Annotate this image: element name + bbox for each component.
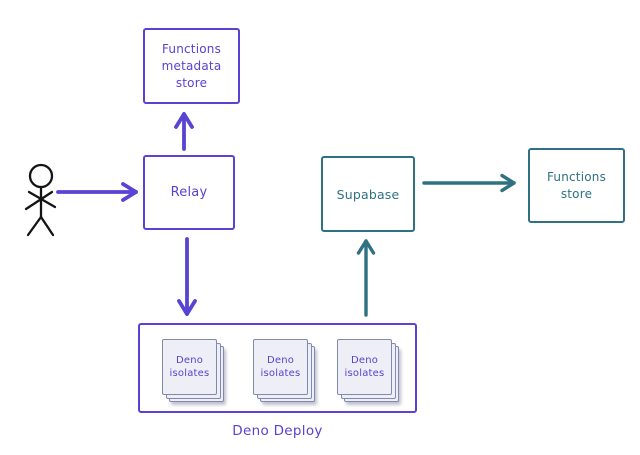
stick-figure-icon xyxy=(24,163,57,237)
deno-isolates-stack: Deno isolates xyxy=(162,339,224,402)
node-label-line: Deno xyxy=(350,355,379,366)
node-deno-isolates: Deno isolates xyxy=(253,339,308,395)
deno-deploy-caption: Deno Deploy xyxy=(232,423,323,439)
deno-isolates-stack: Deno isolates xyxy=(337,339,399,402)
node-label-line: Deno xyxy=(175,355,204,366)
node-relay: Relay xyxy=(143,155,235,230)
node-deno-isolates: Deno isolates xyxy=(162,339,217,395)
node-label-line: metadata xyxy=(161,58,222,73)
node-label: Relay xyxy=(170,185,208,200)
node-label-line: Functions xyxy=(546,169,607,184)
node-functions-store: Functions store xyxy=(528,148,625,223)
node-deno-deploy: Deno isolates Deno isolates Deno isolate… xyxy=(138,323,417,413)
node-label: Supabase xyxy=(336,186,400,202)
node-label-line: isolates xyxy=(344,368,385,379)
node-label-line: isolates xyxy=(169,368,210,379)
node-label-line: store xyxy=(175,75,208,90)
node-label-line: Functions xyxy=(161,41,222,56)
node-functions-metadata-store: Functions metadata store xyxy=(143,28,240,104)
node-label-line: Deno xyxy=(266,355,295,366)
node-supabase: Supabase xyxy=(321,156,415,232)
deno-isolates-stack: Deno isolates xyxy=(253,339,315,402)
node-label-line: store xyxy=(560,186,593,201)
node-deno-isolates: Deno isolates xyxy=(337,339,392,395)
node-label-line: isolates xyxy=(260,368,301,379)
